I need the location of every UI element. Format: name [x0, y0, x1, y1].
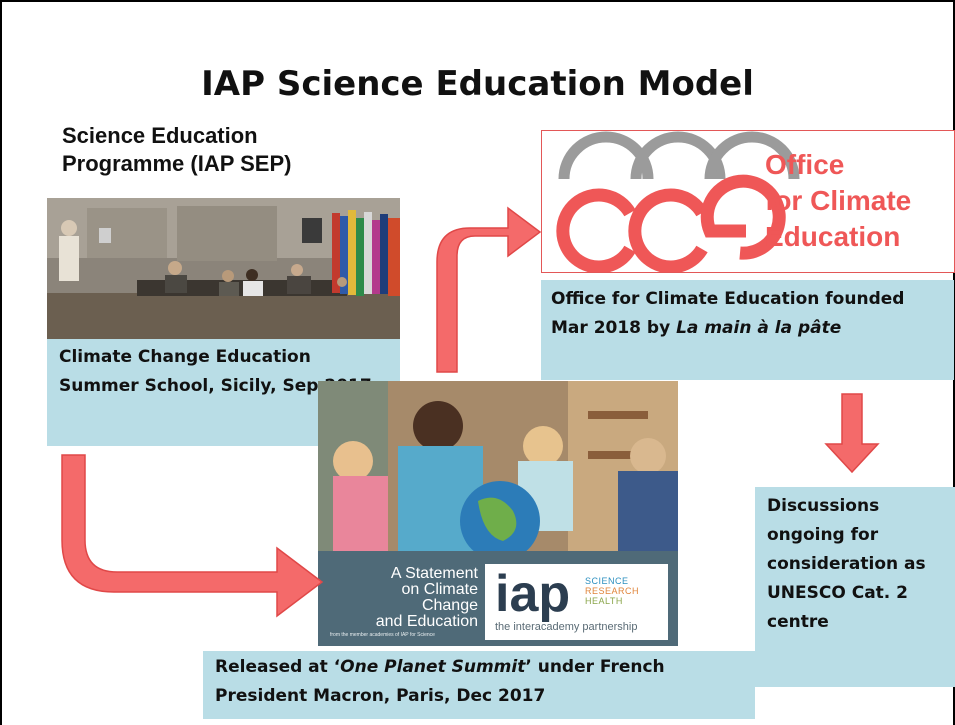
- statement-cover: A Statement on Climate Change and Educat…: [318, 381, 678, 646]
- oce-logo-line1: Office: [765, 149, 845, 180]
- arrow-statement-to-oce: [436, 206, 542, 373]
- sep-heading: Science Education Programme (IAP SEP): [62, 123, 292, 176]
- oce-caption: Office for Climate Education founded Mar…: [541, 280, 954, 380]
- statement-line4: and Education: [375, 613, 478, 630]
- oce-logo-line2: for Climate: [765, 185, 912, 216]
- oce-logo: Office for Climate Education: [541, 130, 955, 273]
- oce-caption-italic: La main à la pâte: [676, 318, 842, 338]
- arrow-oce-to-discussion: [824, 393, 880, 474]
- release-italic: One Planet Summit: [340, 657, 526, 677]
- oce-rings-icon: [556, 131, 800, 272]
- statement-cover-title: A Statement on Climate Change and Educat…: [353, 566, 478, 630]
- iap-logo: iap: [495, 565, 571, 623]
- iap-tag-health: HEALTH: [585, 596, 623, 606]
- statement-line1: A Statement: [390, 565, 478, 582]
- iap-logo-card: iap SCIENCE RESEARCH HEALTH the interaca…: [485, 564, 668, 640]
- slide-title: IAP Science Education Model: [201, 64, 754, 104]
- oce-logo-text: Office for Climate Education: [765, 147, 911, 255]
- conference-panel-photo-icon: [47, 198, 400, 339]
- discussion-box: Discussions ongoing for consideration as…: [755, 487, 955, 687]
- oce-caption-main: Office for Climate Education founded Mar…: [551, 289, 905, 338]
- statement-line3: Change: [421, 597, 478, 614]
- iap-partner-text: the interacademy partnership: [495, 621, 638, 633]
- statement-cover-subtitle: from the member academies of IAP for Sci…: [330, 632, 435, 638]
- iap-tag-science: SCIENCE: [585, 576, 629, 586]
- arrow-summer-to-statement: [61, 454, 324, 618]
- oce-logo-line3: Education: [765, 221, 901, 252]
- statement-line2: on Climate: [401, 581, 478, 598]
- summer-school-photo: [47, 198, 400, 339]
- iap-tag-research: RESEARCH: [585, 586, 640, 596]
- iap-tags: SCIENCE RESEARCH HEALTH: [585, 576, 639, 606]
- release-caption: Released at ‘One Planet Summit’ under Fr…: [203, 651, 755, 719]
- release-post: ’ under French President Macron, Paris, …: [215, 657, 665, 706]
- release-pre: Released at ‘: [215, 657, 341, 677]
